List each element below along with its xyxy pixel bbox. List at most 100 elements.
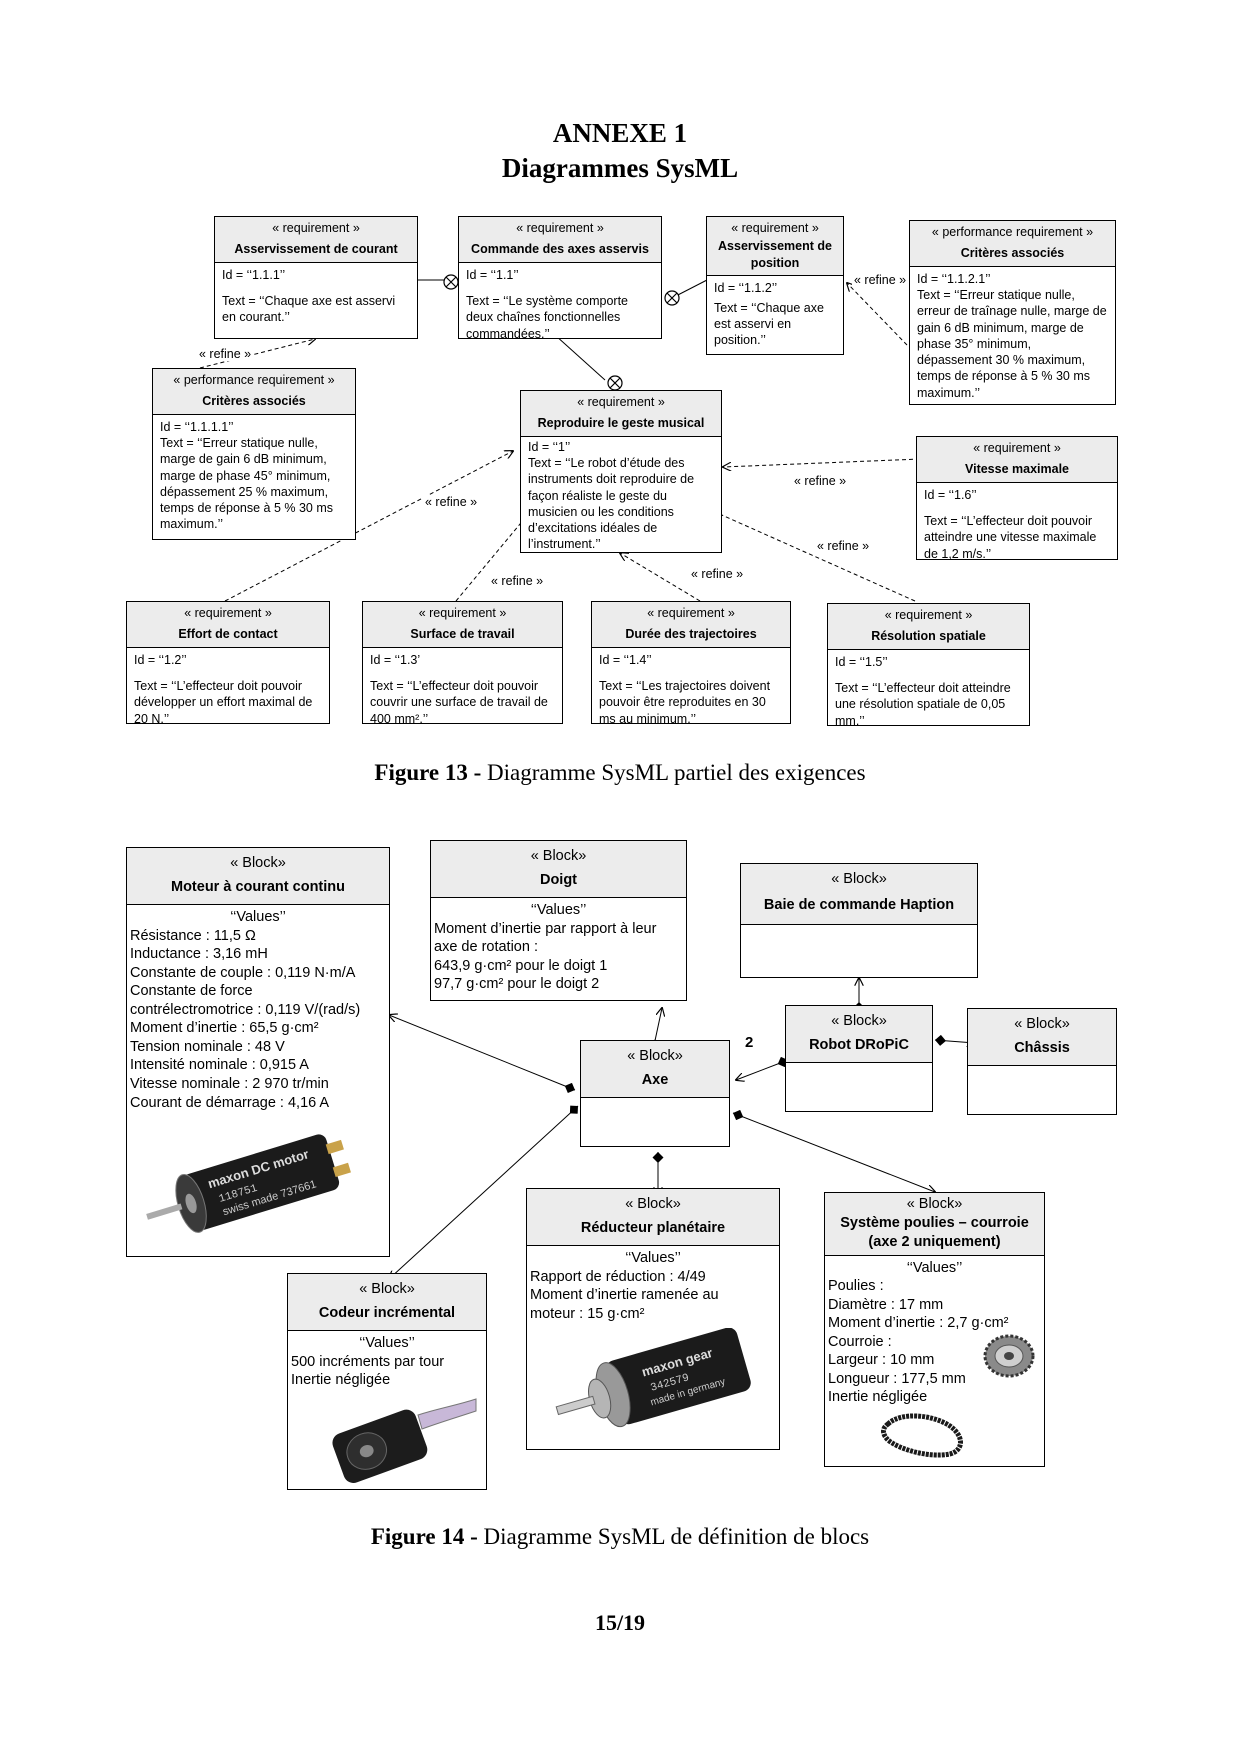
value-line: Longueur : 177,5 mm bbox=[828, 1370, 966, 1387]
annex-title: ANNEXE 1 bbox=[552, 118, 688, 148]
block-name: Codeur incrémental bbox=[318, 1305, 456, 1322]
block-name: Doigt bbox=[539, 872, 578, 889]
stereotype: « requirement » bbox=[418, 606, 507, 620]
value-line: 500 incréments par tour bbox=[291, 1353, 445, 1370]
block-name: Moteur à courant continu bbox=[171, 879, 345, 896]
requirement-name: Commande des axes asservis bbox=[471, 241, 649, 256]
requirement-id: Id = ‘‘1’’ bbox=[528, 439, 571, 454]
encoder-photo bbox=[332, 1398, 477, 1483]
block-name: Axe bbox=[641, 1072, 669, 1089]
requirement-name: Vitesse maximale bbox=[964, 461, 1069, 476]
requirement-id: Id = ‘‘1.1.2.1’’ bbox=[917, 271, 991, 286]
figure-number: Figure 13 - bbox=[374, 760, 482, 785]
value-line: 97,7 g·cm² pour le doigt 2 bbox=[434, 976, 600, 993]
requirement-name: Critères associés bbox=[202, 393, 306, 408]
refine-link bbox=[847, 283, 908, 346]
stereotype: « requirement » bbox=[731, 221, 819, 235]
refine-label: « refine » bbox=[423, 495, 480, 509]
requirement-text: Text = ‘‘Erreur statique nulle, marge de… bbox=[160, 436, 334, 532]
robot-axe-link bbox=[736, 1060, 789, 1080]
figure-caption-text: Diagramme SysML partiel des exigences bbox=[481, 760, 866, 785]
value-line: Courroie : bbox=[828, 1333, 892, 1350]
stereotype: « Block» bbox=[625, 1196, 681, 1212]
stereotype: « requirement » bbox=[577, 395, 665, 409]
values-header: ‘‘Values’’ bbox=[359, 1335, 415, 1352]
refine-link bbox=[723, 458, 921, 467]
values-header: ‘‘Values’’ bbox=[530, 902, 587, 919]
refine-label: « refine » bbox=[815, 539, 872, 553]
stereotype: « Block» bbox=[906, 1196, 963, 1212]
refine-link bbox=[199, 339, 315, 369]
refine-label: « refine » bbox=[792, 474, 849, 488]
block-name: Châssis bbox=[1014, 1040, 1070, 1057]
refine-link bbox=[620, 553, 701, 602]
figure-number: Figure 14 - bbox=[370, 1524, 478, 1549]
values-header: ‘‘Values’’ bbox=[625, 1250, 681, 1267]
value-line: Courant de démarrage : 4,16 A bbox=[130, 1094, 330, 1111]
value-line: Vitesse nominale : 2 970 tr/min bbox=[130, 1075, 329, 1092]
page-number: 15/19 bbox=[594, 1610, 646, 1635]
values-header: ‘‘Values’’ bbox=[230, 909, 286, 926]
block-axe: « Block» Axe bbox=[580, 1040, 730, 1147]
containment-line bbox=[554, 334, 606, 381]
dc-motor-photo: maxon DC motor 118751 swiss made 737661 bbox=[146, 1134, 351, 1233]
requirement-1-6: « requirement »Vitesse maximale Id = ‘‘1… bbox=[916, 436, 1118, 561]
requirement-name: Surface de travail bbox=[410, 626, 515, 641]
stereotype: « Block» bbox=[530, 848, 587, 864]
value-line: Inductance : 3,16 mH bbox=[130, 946, 268, 963]
value-line: Inertie négligée bbox=[291, 1372, 391, 1389]
requirement-text: Text = ‘‘Erreur statique nulle, erreur d… bbox=[917, 288, 1107, 400]
requirement-id: Id = ‘‘1.4’’ bbox=[599, 652, 652, 667]
value-line: contrélectromotrice : 0,119 V/(rad/s) bbox=[130, 1001, 361, 1018]
value-line: 643,9 g·cm² pour le doigt 1 bbox=[434, 957, 608, 974]
requirement-1-1: « requirement »Commande des axes asservi… bbox=[458, 216, 662, 341]
block-robot: « Block»Robot DRoPiC bbox=[785, 1005, 933, 1112]
value-line: Moment d’inertie ramenée au bbox=[530, 1287, 719, 1304]
refine-link bbox=[224, 451, 513, 602]
value-line: Diamètre : 17 mm bbox=[828, 1296, 944, 1313]
value-line: Moment d’inertie : 65,5 g·cm² bbox=[130, 1020, 319, 1037]
requirement-text: Text = ‘‘L’effecteur doit pouvoir dévelo… bbox=[134, 679, 313, 726]
requirement-text: Text = ‘‘Chaque axe est asservi en coura… bbox=[222, 294, 396, 325]
requirement-name: Critères associés bbox=[960, 245, 1065, 260]
stereotype: « Block» bbox=[831, 871, 887, 887]
value-line: Poulies : bbox=[828, 1278, 884, 1295]
refine-link bbox=[706, 508, 916, 602]
stereotype: « Block» bbox=[831, 1013, 887, 1029]
requirement-name: Reproduire le geste musical bbox=[537, 415, 705, 430]
requirement-1-5: « requirement »Résolution spatiale Id = … bbox=[827, 603, 1030, 728]
refine-link bbox=[455, 512, 530, 602]
requirement-name: Effort de contact bbox=[178, 626, 278, 641]
requirement-text: Text = ‘‘Le système comporte deux chaîne… bbox=[466, 294, 628, 341]
value-line: Résistance : 11,5 Ω bbox=[130, 927, 256, 944]
requirement-name: Durée des trajectoires bbox=[625, 626, 757, 641]
block-name: Baie de commande Haption bbox=[763, 897, 955, 914]
block-baie: « Block» Baie de commande Haption bbox=[740, 863, 978, 978]
axe-poulies-link bbox=[732, 1113, 935, 1192]
requirement-id: Id = ‘‘1.3’ bbox=[370, 652, 421, 667]
requirement-text: Text = ‘‘Le robot d’étude des instrument… bbox=[528, 456, 695, 552]
axe-moteur-link bbox=[389, 1015, 576, 1090]
requirement-name: Asservissement de courant bbox=[234, 241, 398, 256]
block-name: Réducteur planétaire bbox=[580, 1220, 726, 1237]
refine-label: « refine » bbox=[852, 273, 909, 287]
stereotype: « Block» bbox=[627, 1048, 683, 1064]
value-line: Largeur : 10 mm bbox=[828, 1352, 935, 1369]
pulley-photo bbox=[983, 1334, 1035, 1378]
block-name: Système poulies – courroie bbox=[840, 1214, 1029, 1231]
stereotype: « Block» bbox=[359, 1281, 415, 1297]
value-line: Constante de force bbox=[130, 983, 253, 1000]
stereotype: « requirement » bbox=[647, 606, 735, 620]
requirement-id: Id = ‘‘1.1’’ bbox=[466, 267, 519, 282]
stereotype: « requirement » bbox=[272, 221, 360, 235]
figure-14-caption: Figure 14 - Diagramme SysML de définitio… bbox=[0, 1524, 1240, 1550]
requirement-text: Text = ‘‘L’effecteur doit atteindre une … bbox=[835, 681, 1011, 728]
performance-requirement-1-1-2-1: « performance requirement »Critères asso… bbox=[909, 220, 1116, 405]
requirement-text: Text = ‘‘Les trajectoires doivent pouvoi… bbox=[599, 679, 771, 726]
values-header: ‘‘Values’’ bbox=[906, 1259, 963, 1276]
requirement-1-4: « requirement » Durée des trajectoires Id… bbox=[591, 601, 791, 726]
block-name-note: (axe 2 uniquement) bbox=[868, 1233, 1001, 1250]
figure-caption-text: Diagramme SysML de définition de blocs bbox=[477, 1524, 870, 1549]
requirement-name: Asservissement de position bbox=[718, 238, 832, 270]
